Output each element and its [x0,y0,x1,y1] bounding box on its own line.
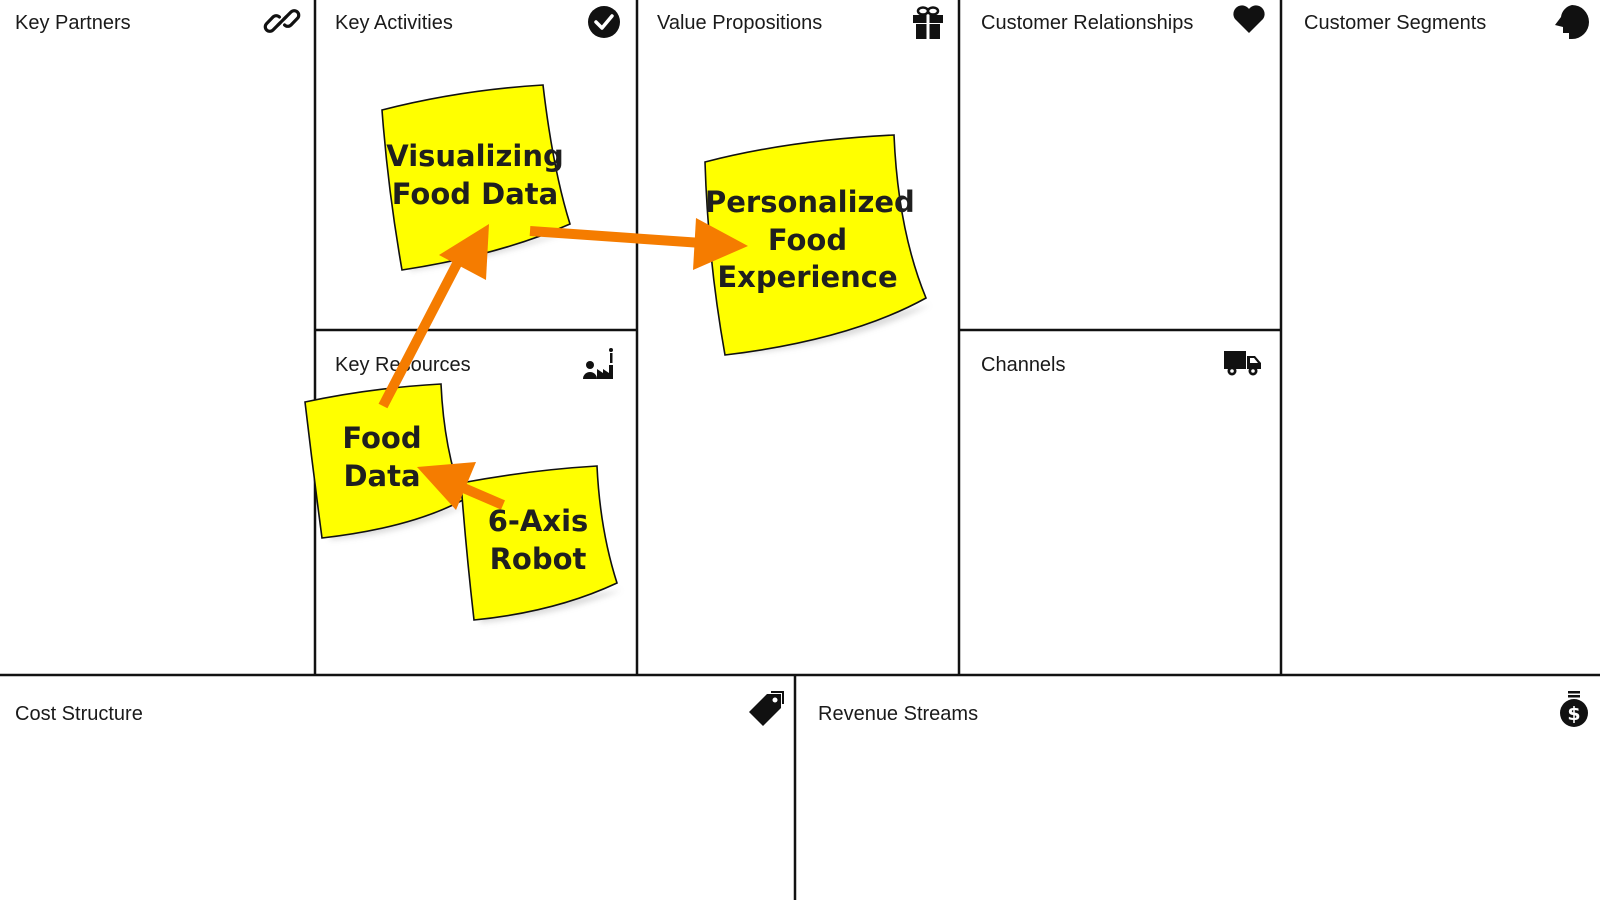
note-line: Visualizing [386,139,564,173]
note-line: Experience [717,260,898,295]
note-line: Personalized [705,185,915,219]
note-line: Food [342,421,422,455]
note-personalized-food-experience-text: Personalized Food Experience [705,184,915,297]
check-circle-icon [585,3,623,41]
heart-icon [1230,0,1268,38]
note-line: Robot [489,541,587,576]
note-line: Data [343,458,421,493]
note-line: Food [767,222,848,257]
note-six-axis-robot-text: 6-Axis Robot [468,503,608,578]
key-activities-title: Key Activities [335,12,453,34]
gift-icon [909,3,947,41]
note-food-data-text: Food Data [312,420,452,495]
note-visualizing-food-data-text: Visualizing Food Data [385,138,565,213]
key-partners-title: Key Partners [15,12,131,34]
key-resources-title: Key Resources [335,354,471,376]
value-propositions-title: Value Propositions [657,12,823,34]
customer-relationships-title: Customer Relationships [981,12,1194,34]
note-line: 6-Axis [487,504,589,538]
money-bag-icon: $ [1555,690,1593,728]
customer-segments-title: Customer Segments [1304,12,1487,34]
channels-title: Channels [981,354,1066,376]
link-icon [263,2,301,40]
factory-worker-icon [581,345,619,383]
cost-structure-title: Cost Structure [15,703,143,725]
svg-text:$: $ [1567,703,1580,725]
face-profile-icon [1551,3,1589,41]
revenue-streams-title: Revenue Streams [818,703,979,725]
note-line: Food Data [391,176,559,211]
truck-icon [1224,343,1262,381]
price-tag-icon [747,690,785,728]
